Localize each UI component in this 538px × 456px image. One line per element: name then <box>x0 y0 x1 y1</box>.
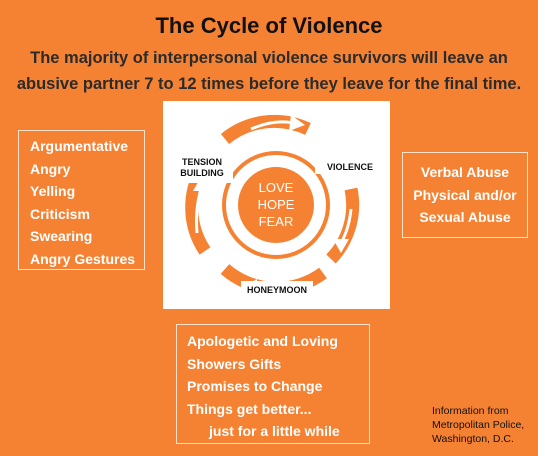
violence-label-bg <box>315 158 385 174</box>
subtitle-line-1: The majority of interpersonal violence s… <box>30 49 508 67</box>
honeymoon-behaviors-box: Apologetic and Loving Showers Gifts Prom… <box>176 324 370 444</box>
diagram-title: The Cycle of Violence <box>155 13 383 38</box>
cycle-arc-right <box>326 187 360 264</box>
cycle-ring-graphic: LOVE HOPE FEAR TENSION BUILDING VIOLENCE… <box>171 114 385 297</box>
credit-line: Washington, D.C. <box>432 433 514 445</box>
tension-building-behaviors-box: Argumentative Angry Yelling Criticism Sw… <box>18 130 145 270</box>
arrow-left-icon <box>195 188 203 234</box>
tension-label-bg <box>171 155 233 183</box>
center-word-hope: HOPE <box>258 197 295 212</box>
behavior-item: Apologetic and Loving <box>187 333 338 349</box>
credit-line: Metropolitan Police, <box>432 419 525 431</box>
behavior-item: Things get better... <box>187 400 312 417</box>
cycle-diagram: LOVE HOPE FEAR TENSION BUILDING VIOLENCE… <box>163 101 390 309</box>
source-credit: Information from Metropolitan Police, Wa… <box>432 404 524 446</box>
center-word-fear: FEAR <box>259 214 294 229</box>
behavior-item: Angry <box>30 160 71 177</box>
stage-label-honeymoon: HONEYMOON <box>247 285 307 295</box>
credit-line: Information from <box>432 405 509 417</box>
arrow-right-head-icon <box>333 239 349 253</box>
subtitle: The majority of interpersonal violence s… <box>0 45 538 97</box>
center-disc <box>238 167 314 243</box>
behavior-item: Argumentative <box>30 138 129 154</box>
violence-behaviors-box: Verbal Abuse Physical and/or Sexual Abus… <box>402 152 528 238</box>
behavior-item: Criticism <box>30 205 90 222</box>
behavior-item: Verbal Abuse <box>420 164 510 180</box>
behavior-item: Sexual Abuse <box>419 209 511 225</box>
stage-label-tension: TENSION <box>182 157 222 167</box>
behavior-item: Showers Gifts <box>187 355 282 372</box>
honeymoon-label-bg <box>241 281 313 297</box>
behavior-item: Yelling <box>30 183 76 199</box>
behavior-item: Angry Gestures <box>30 250 136 267</box>
center-word-love: LOVE <box>259 180 294 195</box>
arrow-top-head-icon <box>289 115 305 131</box>
subtitle-line-2: abusive partner 7 to 12 times before the… <box>16 75 522 93</box>
stage-label-violence: VIOLENCE <box>327 162 373 172</box>
behavior-item: Promises to Change <box>187 378 323 394</box>
arrow-top-icon <box>250 120 294 131</box>
arrow-left-head-icon <box>193 177 209 191</box>
behavior-item: Physical and/or <box>413 186 517 203</box>
inner-ring <box>222 151 330 259</box>
behavior-item: Swearing <box>30 228 93 244</box>
stage-label-building: BUILDING <box>180 168 224 178</box>
behavior-item: just for a little while <box>209 423 340 439</box>
